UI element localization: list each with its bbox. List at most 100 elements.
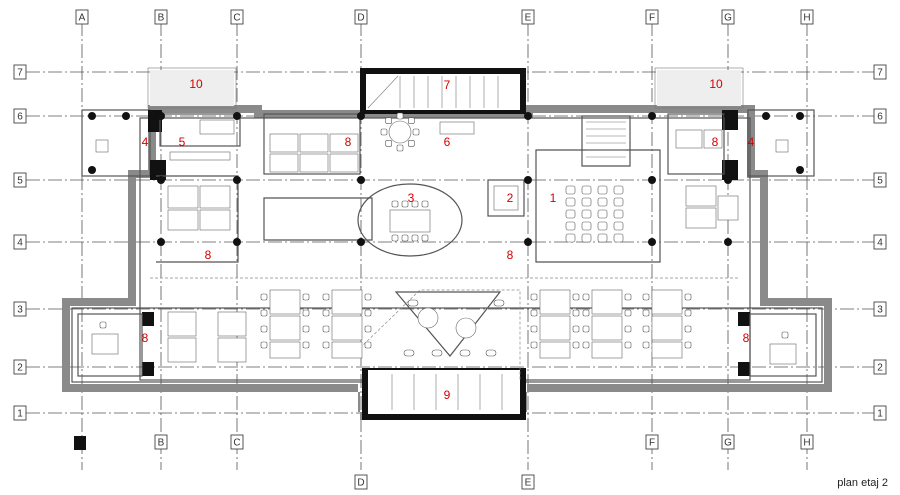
wall-stub bbox=[150, 160, 166, 180]
svg-text:G: G bbox=[724, 13, 732, 24]
chair bbox=[624, 341, 632, 349]
terrace-left bbox=[147, 67, 237, 109]
column bbox=[724, 176, 732, 184]
classroom-chair bbox=[613, 197, 624, 207]
wall-stub bbox=[142, 362, 154, 376]
grid-tag-right-5: 5 bbox=[873, 172, 887, 188]
column bbox=[524, 238, 532, 246]
office-room-left bbox=[156, 175, 239, 263]
desk bbox=[91, 333, 119, 355]
classroom-chair bbox=[613, 185, 624, 195]
chair bbox=[391, 200, 399, 208]
svg-text:E: E bbox=[525, 13, 532, 24]
wall-stub bbox=[738, 362, 750, 376]
classroom-chair bbox=[565, 197, 576, 207]
desk bbox=[769, 343, 797, 365]
room-number-10: 10 bbox=[709, 77, 723, 91]
svg-text:5: 5 bbox=[17, 176, 23, 187]
lounge-seat bbox=[459, 349, 471, 357]
chair bbox=[302, 325, 310, 333]
chair bbox=[421, 200, 429, 208]
classroom-chair bbox=[565, 233, 576, 243]
desk bbox=[269, 153, 299, 173]
grid-tag-top-G: G bbox=[721, 9, 735, 25]
chair bbox=[582, 325, 590, 333]
svg-text:H: H bbox=[803, 438, 810, 449]
svg-text:F: F bbox=[649, 13, 655, 24]
wing-left bbox=[81, 109, 151, 177]
partitions bbox=[77, 113, 817, 380]
svg-text:D: D bbox=[357, 13, 364, 24]
grid-tag-right-1: 1 bbox=[873, 405, 887, 421]
chair bbox=[391, 234, 399, 242]
wall-stub bbox=[738, 312, 750, 326]
room-number-1: 1 bbox=[550, 191, 557, 205]
chair bbox=[401, 234, 409, 242]
chair bbox=[684, 341, 692, 349]
desk bbox=[591, 289, 623, 315]
chair bbox=[302, 293, 310, 301]
column bbox=[648, 238, 656, 246]
chair bbox=[411, 200, 419, 208]
desk bbox=[95, 139, 109, 153]
lounge-seat bbox=[403, 349, 415, 357]
svg-text:F: F bbox=[649, 438, 655, 449]
svg-text:C: C bbox=[233, 438, 240, 449]
desk bbox=[331, 289, 363, 315]
chair bbox=[385, 140, 392, 147]
wall-stub bbox=[142, 312, 154, 326]
chair bbox=[380, 128, 388, 136]
room-number-6: 6 bbox=[444, 135, 451, 149]
svg-text:C: C bbox=[233, 13, 240, 24]
grid-tag-top-F: F bbox=[645, 9, 659, 25]
exterior-wall bbox=[62, 105, 832, 420]
column bbox=[233, 176, 241, 184]
classroom-chair bbox=[581, 221, 592, 231]
room-number-3: 3 bbox=[408, 191, 415, 205]
room-number-5: 5 bbox=[179, 135, 186, 149]
chair bbox=[364, 325, 372, 333]
classroom-chair bbox=[581, 233, 592, 243]
column bbox=[648, 112, 656, 120]
chair bbox=[396, 144, 404, 152]
classroom-chair bbox=[613, 209, 624, 219]
chair bbox=[364, 309, 372, 317]
desk bbox=[389, 209, 431, 233]
grid-tag-top-H: H bbox=[800, 9, 814, 25]
grid-tag-top-D: D bbox=[354, 9, 368, 25]
svg-text:3: 3 bbox=[877, 305, 883, 316]
lounge-table bbox=[455, 317, 477, 339]
grid-tag-bottom-E: E bbox=[521, 474, 535, 490]
classroom-chair bbox=[565, 185, 576, 195]
desk bbox=[199, 185, 231, 209]
desk bbox=[331, 315, 363, 341]
wing-right bbox=[747, 109, 815, 177]
desk bbox=[685, 207, 717, 229]
desk bbox=[199, 119, 235, 135]
column bbox=[88, 112, 96, 120]
svg-text:1: 1 bbox=[877, 409, 883, 420]
svg-text:5: 5 bbox=[877, 176, 883, 187]
grid-tag-left-3: 3 bbox=[13, 301, 27, 317]
office-8-right bbox=[667, 113, 725, 175]
office-8-top bbox=[263, 113, 361, 175]
desk bbox=[167, 337, 197, 363]
staircase-core bbox=[581, 115, 631, 167]
chair bbox=[642, 341, 650, 349]
lounge-seat bbox=[431, 349, 443, 357]
classroom-chair bbox=[581, 185, 592, 195]
grid-tag-bottom-G: G bbox=[721, 434, 735, 450]
chair bbox=[624, 293, 632, 301]
chair bbox=[421, 234, 429, 242]
column bbox=[724, 238, 732, 246]
column bbox=[157, 112, 165, 120]
room-number-8: 8 bbox=[507, 248, 514, 262]
column bbox=[796, 166, 804, 174]
chair bbox=[260, 309, 268, 317]
desk bbox=[329, 153, 359, 173]
svg-text:A: A bbox=[79, 13, 86, 24]
desk bbox=[539, 341, 571, 359]
corner-room-right bbox=[749, 313, 817, 377]
column bbox=[762, 112, 770, 120]
